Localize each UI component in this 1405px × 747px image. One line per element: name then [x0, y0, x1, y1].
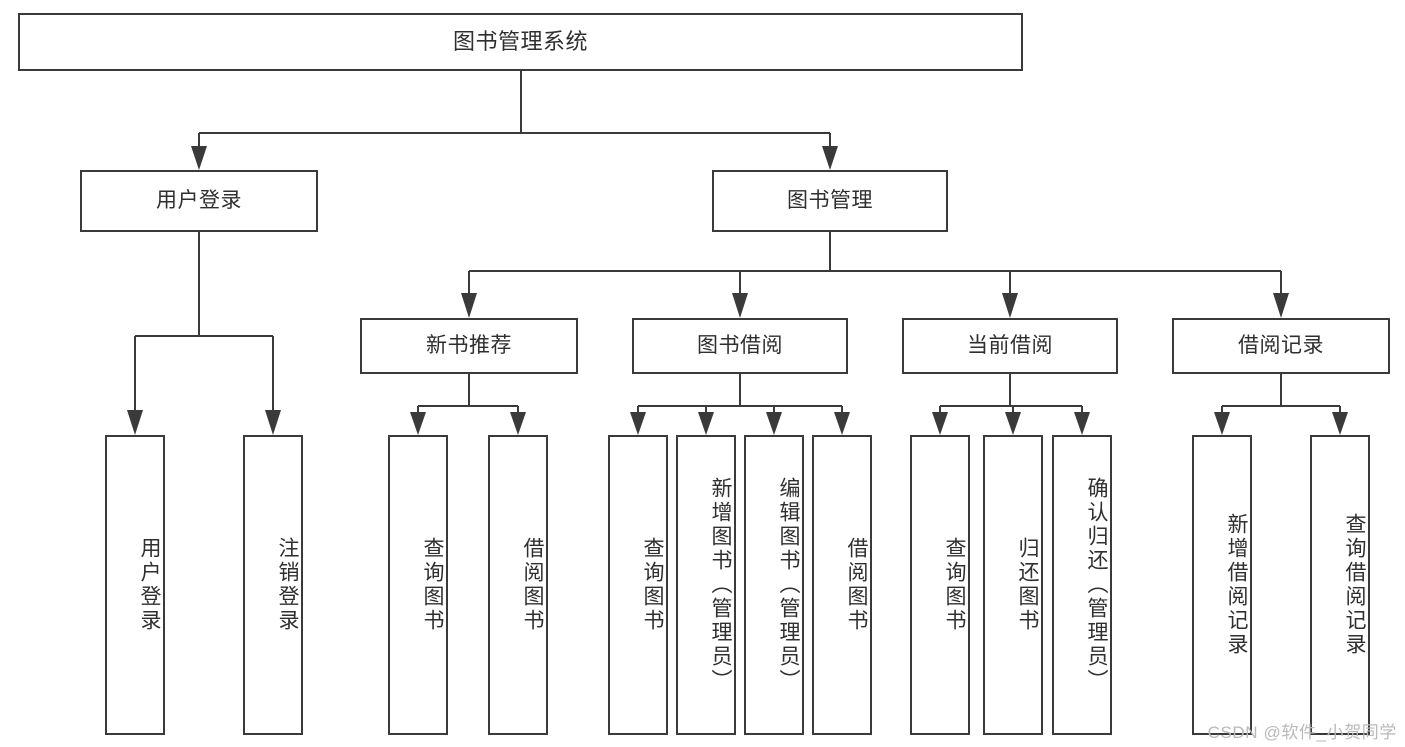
user-login-to-leaves-connectors [127, 232, 281, 435]
node-current-borrow[interactable]: 当前借阅 [902, 318, 1118, 374]
book-manage-to-level2-connectors [461, 232, 1289, 318]
node-book-manage[interactable]: 图书管理 [712, 170, 948, 232]
current-borrow-to-leaves-connectors [932, 374, 1090, 435]
leaf-node-borrow-borrow-book[interactable]: 借阅图书 [812, 435, 872, 735]
leaf-node-current-confirm-return-admin[interactable]: 确认归还（管理员） [1052, 435, 1112, 735]
leaf-node-user-logout[interactable]: 注销登录 [243, 435, 303, 735]
leaf-node-record-add-borrow-record[interactable]: 新增借阅记录 [1192, 435, 1252, 735]
book-borrow-to-leaves-connectors [630, 374, 850, 435]
leaf-node-recommend-borrow-book[interactable]: 借阅图书 [488, 435, 548, 735]
leaf-node-borrow-add-book-admin[interactable]: 新增图书（管理员） [676, 435, 736, 735]
node-user-login[interactable]: 用户登录 [80, 170, 318, 232]
leaf-node-user-login[interactable]: 用户登录 [105, 435, 165, 735]
node-new-book-recommend[interactable]: 新书推荐 [360, 318, 578, 374]
node-book-borrow[interactable]: 图书借阅 [632, 318, 848, 374]
root-to-level1-connectors [191, 71, 838, 170]
leaf-node-record-query-borrow-record[interactable]: 查询借阅记录 [1310, 435, 1370, 735]
leaf-node-current-query-book[interactable]: 查询图书 [910, 435, 970, 735]
leaf-node-borrow-query-book[interactable]: 查询图书 [608, 435, 668, 735]
node-root-system[interactable]: 图书管理系统 [18, 13, 1023, 71]
watermark-text: CSDN @软件_小贺同学 [1207, 723, 1397, 742]
borrow-record-to-leaves-connectors [1214, 374, 1348, 435]
leaf-node-recommend-query-book[interactable]: 查询图书 [388, 435, 448, 735]
leaf-node-borrow-edit-book-admin[interactable]: 编辑图书（管理员） [744, 435, 804, 735]
node-borrow-record[interactable]: 借阅记录 [1172, 318, 1390, 374]
new-book-rec-to-leaves-connectors [410, 374, 526, 435]
leaf-node-current-return-book[interactable]: 归还图书 [983, 435, 1043, 735]
